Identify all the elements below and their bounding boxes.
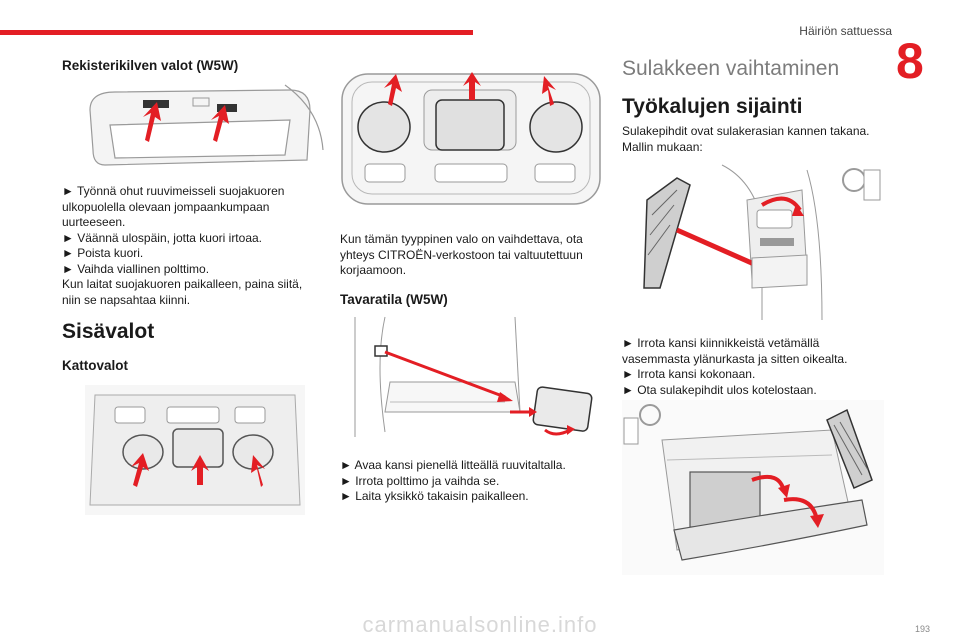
dealer-note: Kun tämän tyyppinen valo on vaihdettava,… — [340, 232, 583, 277]
fuse-cover-steps: ► Irrota kansi kiinnikkeistä vetämällä v… — [622, 336, 848, 397]
heading-fuse-replacement: Sulakkeen vaihtaminen — [622, 57, 840, 80]
top-accent-bar — [0, 30, 473, 35]
fuse-box-cover-illustration — [643, 164, 881, 321]
chapter-number: 8 — [896, 33, 924, 89]
footer-watermark: carmanualsonline.info — [362, 612, 598, 637]
boot-light-illustration — [354, 316, 593, 437]
heading-interior-lights: Sisävalot — [62, 320, 155, 343]
heading-license-plate-lights: Rekisterikilven valot (W5W) — [62, 58, 239, 73]
tool-location-intro: Sulakepihdit ovat sulakerasian kannen ta… — [622, 124, 870, 154]
ceiling-light-illustration — [85, 385, 305, 515]
license-plate-steps: ► Työnnä ohut ruuvimeisseli suojakuoren … — [62, 184, 303, 307]
light-unit-detail-illustration — [341, 72, 601, 205]
section-title: Häiriön sattuessa — [799, 24, 892, 38]
heading-ceiling-lights: Kattovalot — [62, 358, 129, 373]
heading-tool-location: Työkalujen sijainti — [622, 95, 803, 118]
license-plate-light-illustration — [89, 84, 324, 166]
boot-light-steps: ► Avaa kansi pienellä litteällä ruuvital… — [340, 458, 566, 503]
page-number: 193 — [914, 624, 930, 634]
glovebox-fuse-tweezers-illustration — [622, 400, 884, 575]
heading-boot-light: Tavaratila (W5W) — [340, 292, 448, 307]
